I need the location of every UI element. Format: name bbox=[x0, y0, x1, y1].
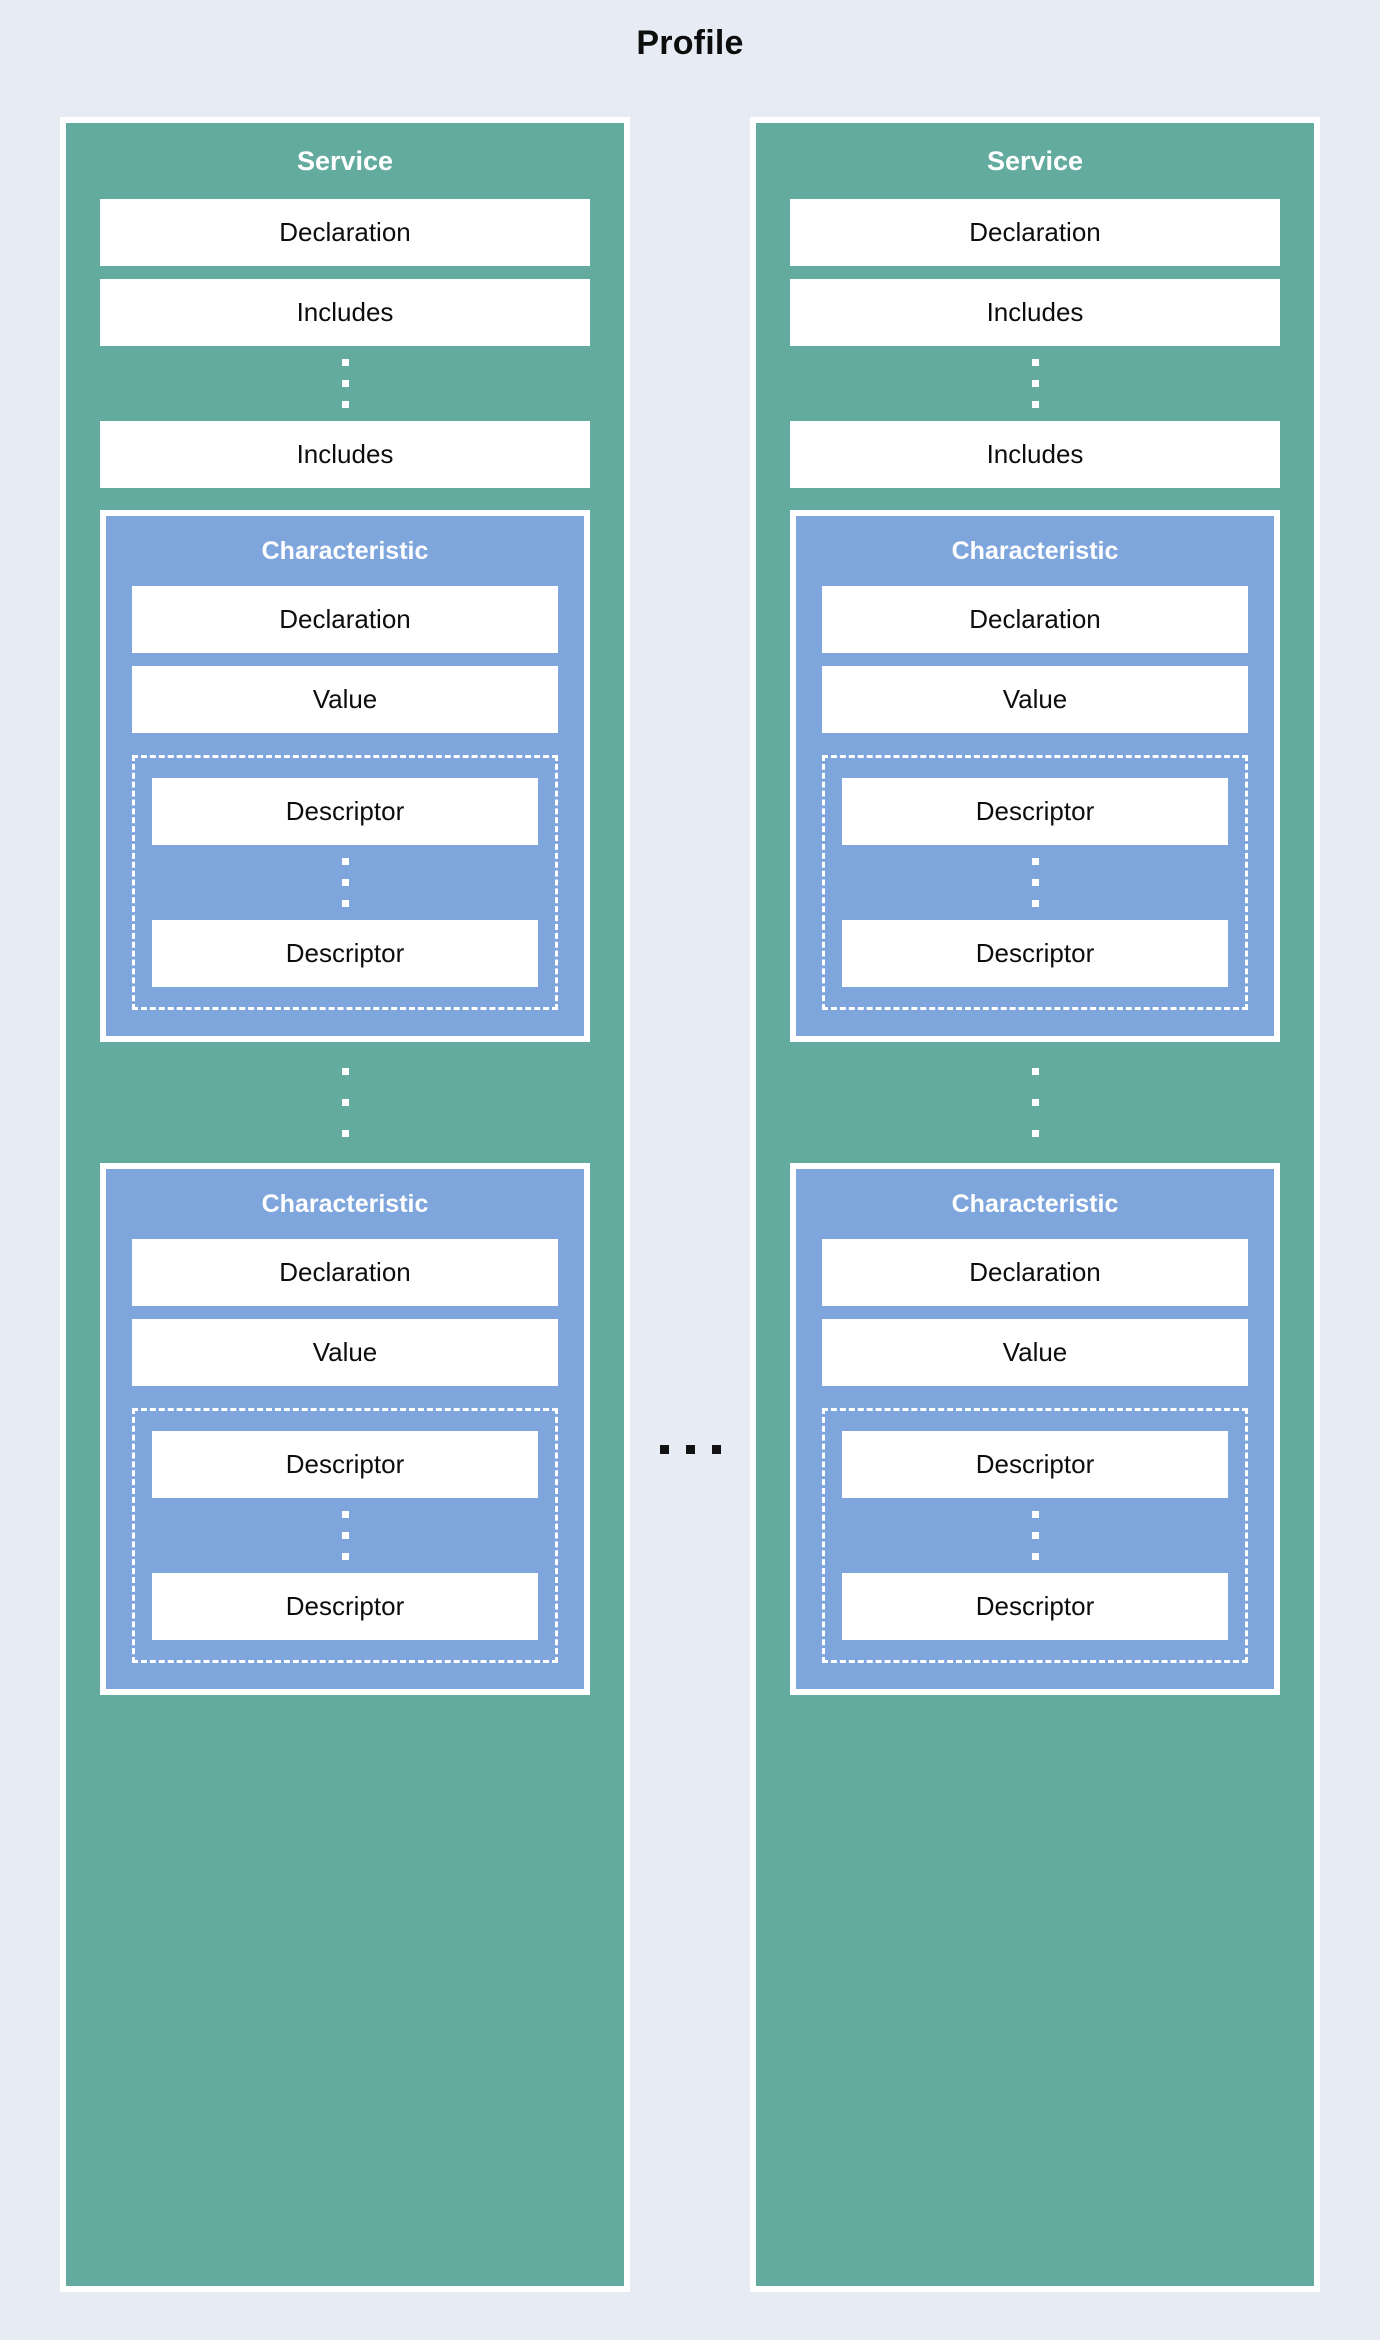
ellipsis-dot bbox=[1031, 900, 1039, 907]
ellipsis-dot bbox=[341, 1553, 349, 1560]
service-title: Service bbox=[296, 146, 394, 176]
descriptor-vertical-ellipsis bbox=[152, 845, 538, 920]
ellipsis-dot bbox=[341, 380, 349, 387]
characteristic-declaration-box: Declaration bbox=[822, 586, 1248, 653]
ellipsis-dot bbox=[341, 1532, 349, 1539]
characteristic-title: Characteristic bbox=[261, 537, 429, 565]
services-horizontal-ellipsis bbox=[651, 1445, 729, 1454]
descriptor-group: Descriptor Descriptor bbox=[822, 755, 1248, 1010]
descriptor-vertical-ellipsis bbox=[842, 845, 1228, 920]
ellipsis-dot bbox=[1031, 359, 1039, 366]
descriptor-box: Descriptor bbox=[152, 1573, 538, 1640]
descriptor-box: Descriptor bbox=[842, 778, 1228, 845]
service-includes-box: Includes bbox=[790, 421, 1280, 488]
ellipsis-dot bbox=[659, 1445, 669, 1454]
service-container-1: Service Declaration Includes Includes Ch… bbox=[750, 117, 1320, 2292]
service-declaration-box: Declaration bbox=[790, 199, 1280, 266]
descriptor-box: Descriptor bbox=[842, 1431, 1228, 1498]
characteristic-value-box: Value bbox=[132, 1319, 558, 1386]
descriptor-box: Descriptor bbox=[152, 778, 538, 845]
service-includes-box: Includes bbox=[100, 421, 590, 488]
ellipsis-dot bbox=[341, 1099, 349, 1106]
ellipsis-dot bbox=[341, 1068, 349, 1075]
characteristic-declaration-box: Declaration bbox=[822, 1239, 1248, 1306]
ellipsis-dot bbox=[1031, 879, 1039, 886]
includes-vertical-ellipsis bbox=[790, 346, 1280, 421]
descriptor-vertical-ellipsis bbox=[152, 1498, 538, 1573]
characteristic-title: Characteristic bbox=[951, 537, 1119, 565]
spacer bbox=[100, 488, 590, 510]
ellipsis-dot bbox=[685, 1445, 695, 1454]
characteristic-container-0: Characteristic Declaration Value Descrip… bbox=[100, 510, 590, 1042]
characteristic-vertical-ellipsis bbox=[790, 1042, 1280, 1163]
descriptor-box: Descriptor bbox=[842, 920, 1228, 987]
spacer bbox=[822, 1386, 1248, 1408]
descriptor-box: Descriptor bbox=[842, 1573, 1228, 1640]
ellipsis-dot bbox=[341, 900, 349, 907]
ellipsis-dot bbox=[341, 1511, 349, 1518]
descriptor-group: Descriptor Descriptor bbox=[132, 755, 558, 1010]
ellipsis-dot bbox=[1031, 1532, 1039, 1539]
characteristic-container-1: Characteristic Declaration Value Descrip… bbox=[100, 1163, 590, 1695]
characteristic-title: Characteristic bbox=[261, 1190, 429, 1218]
spacer bbox=[822, 733, 1248, 755]
characteristic-value-box: Value bbox=[822, 1319, 1248, 1386]
ellipsis-dot bbox=[1031, 1099, 1039, 1106]
includes-vertical-ellipsis bbox=[100, 346, 590, 421]
spacer bbox=[132, 1386, 558, 1408]
ellipsis-dot bbox=[1031, 1068, 1039, 1075]
service-columns: Service Declaration Includes Includes Ch… bbox=[60, 117, 1320, 2292]
characteristic-container-0: Characteristic Declaration Value Descrip… bbox=[790, 510, 1280, 1042]
service-declaration-box: Declaration bbox=[100, 199, 590, 266]
ellipsis-dot bbox=[1031, 1130, 1039, 1137]
spacer bbox=[790, 488, 1280, 510]
service-includes-box: Includes bbox=[790, 279, 1280, 346]
ellipsis-dot bbox=[1031, 1511, 1039, 1518]
descriptor-vertical-ellipsis bbox=[842, 1498, 1228, 1573]
service-title: Service bbox=[986, 146, 1084, 176]
characteristic-title: Characteristic bbox=[951, 1190, 1119, 1218]
descriptor-group: Descriptor Descriptor bbox=[822, 1408, 1248, 1663]
ellipsis-dot bbox=[341, 1130, 349, 1137]
ellipsis-dot bbox=[341, 858, 349, 865]
characteristic-value-box: Value bbox=[822, 666, 1248, 733]
ellipsis-dot bbox=[341, 401, 349, 408]
characteristic-declaration-box: Declaration bbox=[132, 1239, 558, 1306]
descriptor-box: Descriptor bbox=[152, 920, 538, 987]
characteristic-container-1: Characteristic Declaration Value Descrip… bbox=[790, 1163, 1280, 1695]
ellipsis-dot bbox=[711, 1445, 721, 1454]
characteristic-vertical-ellipsis bbox=[100, 1042, 590, 1163]
service-includes-box: Includes bbox=[100, 279, 590, 346]
service-container-0: Service Declaration Includes Includes Ch… bbox=[60, 117, 630, 2292]
ellipsis-dot bbox=[1031, 1553, 1039, 1560]
spacer bbox=[132, 733, 558, 755]
characteristic-value-box: Value bbox=[132, 666, 558, 733]
ellipsis-dot bbox=[1031, 858, 1039, 865]
page-title: Profile bbox=[636, 24, 744, 62]
descriptor-box: Descriptor bbox=[152, 1431, 538, 1498]
ellipsis-dot bbox=[1031, 401, 1039, 408]
columns-gap bbox=[651, 117, 729, 2292]
ellipsis-dot bbox=[1031, 380, 1039, 387]
descriptor-group: Descriptor Descriptor bbox=[132, 1408, 558, 1663]
ellipsis-dot bbox=[341, 879, 349, 886]
characteristic-declaration-box: Declaration bbox=[132, 586, 558, 653]
ellipsis-dot bbox=[341, 359, 349, 366]
